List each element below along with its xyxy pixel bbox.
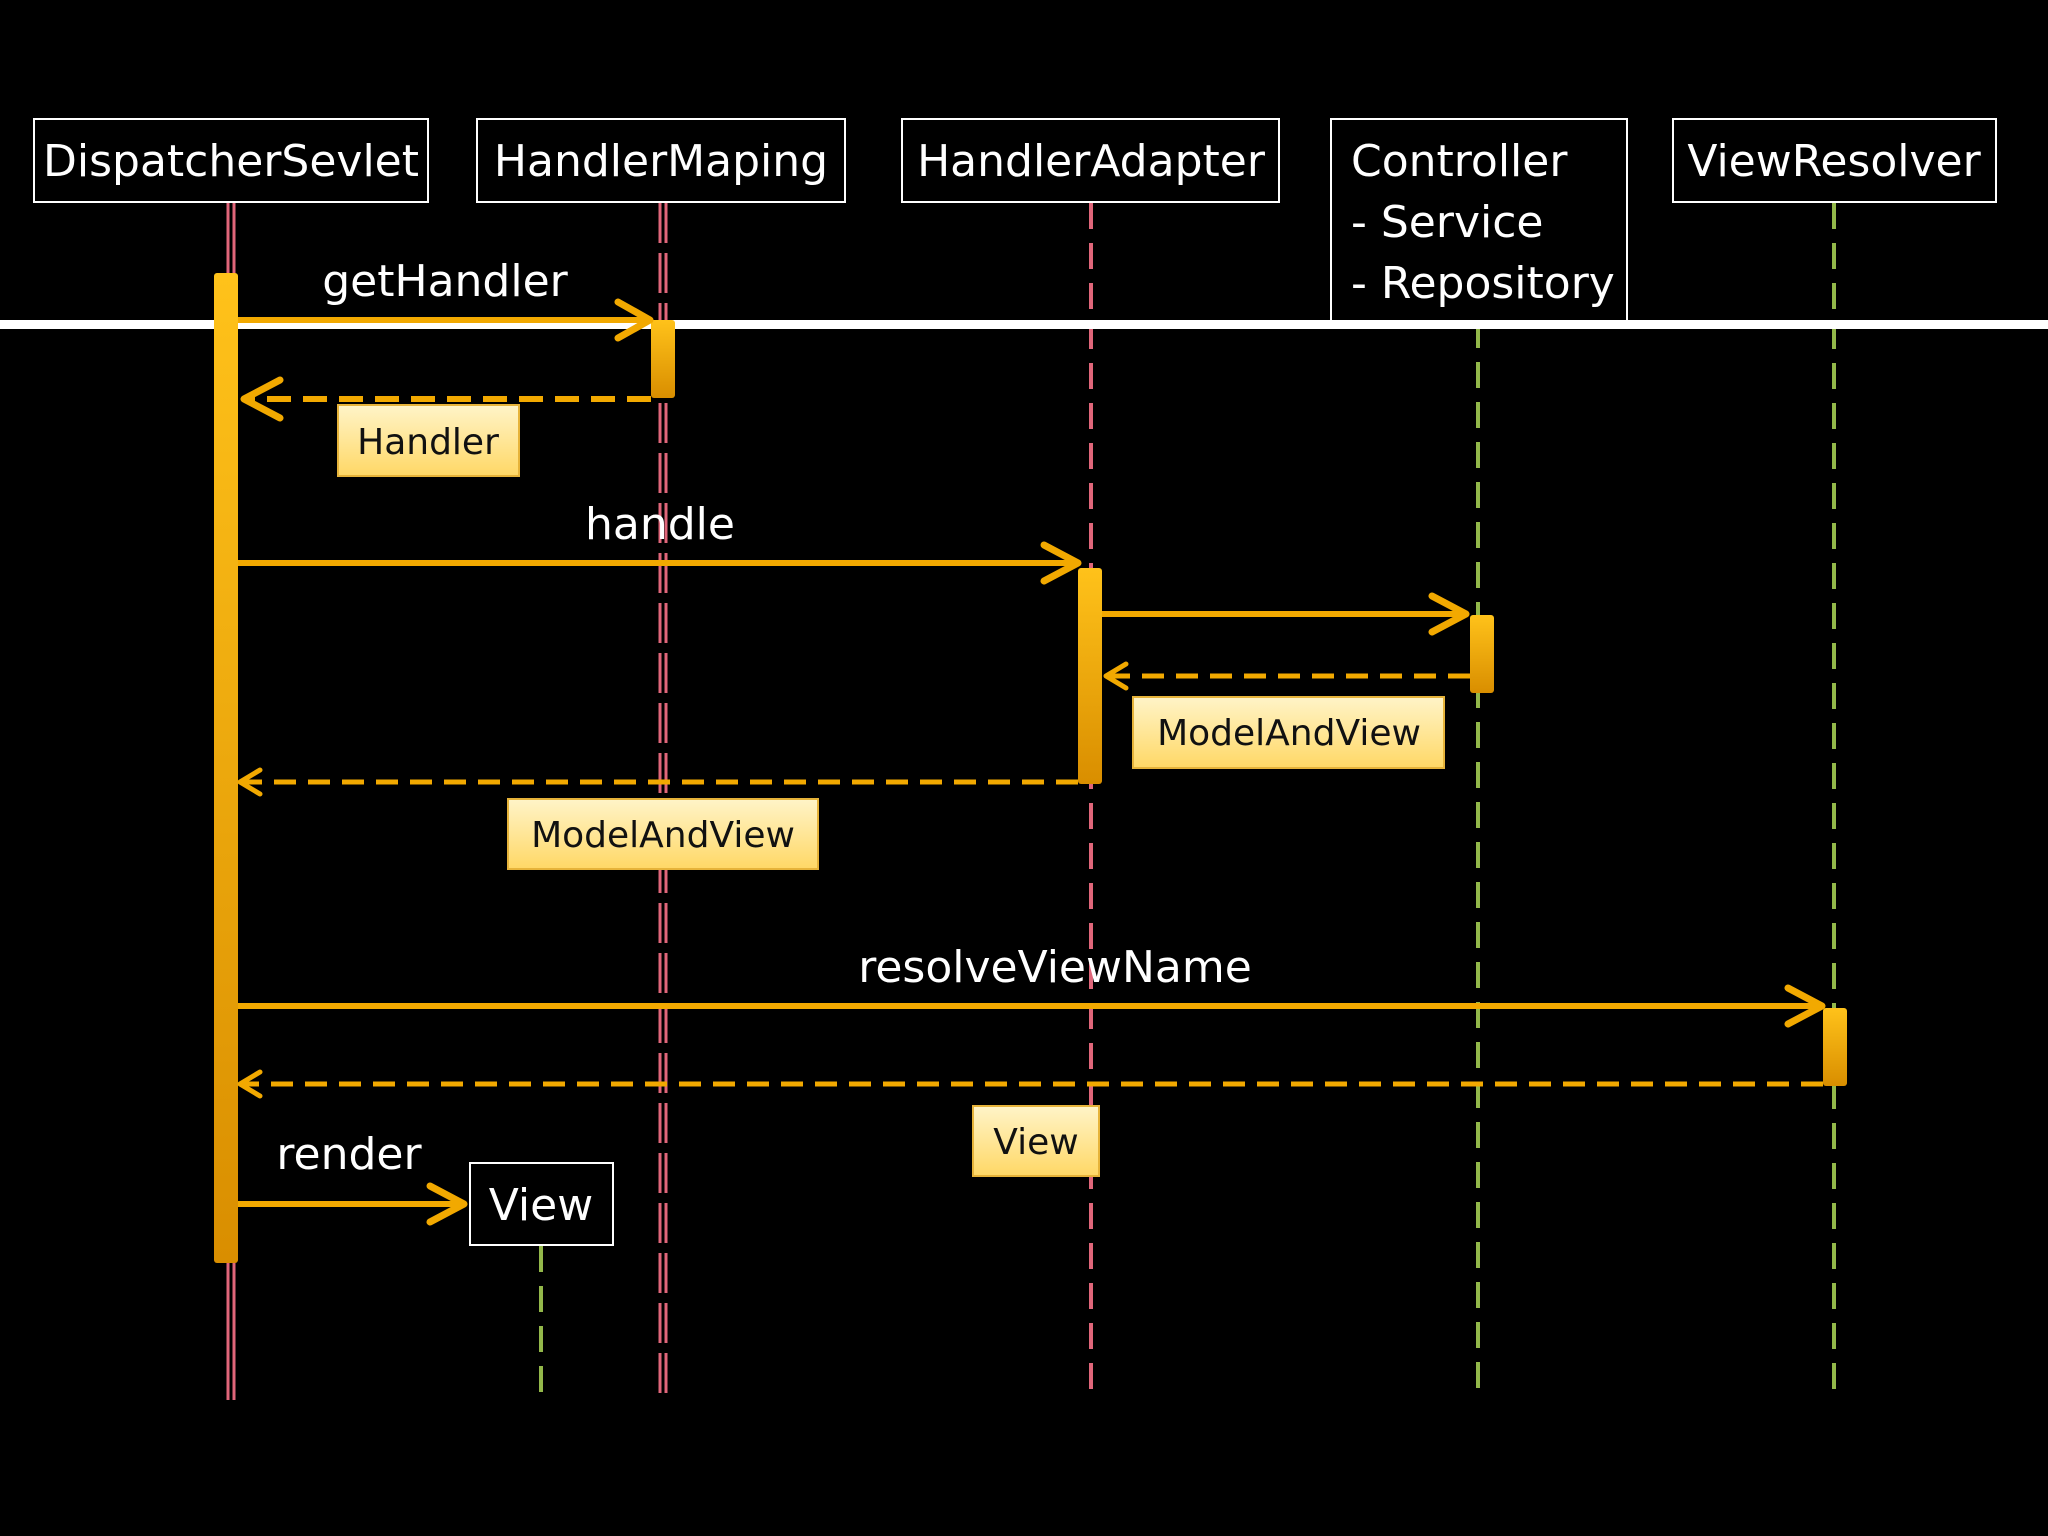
message-handle-label: handle xyxy=(585,499,735,550)
message-handle: handle xyxy=(238,499,1082,585)
participant-controller-label-1: Controller xyxy=(1351,136,1568,187)
return-view-resolver xyxy=(237,1069,1823,1099)
message-call-controller xyxy=(1102,592,1470,636)
message-render: render xyxy=(238,1129,468,1226)
note-handler: Handler xyxy=(337,404,520,477)
activation-view-resolver xyxy=(1823,1008,1847,1086)
note-model-and-view-controller-label: ModelAndView xyxy=(1157,713,1421,754)
message-render-label: render xyxy=(276,1129,422,1180)
participant-view-resolver: ViewResolver xyxy=(1672,118,1997,203)
return-handler xyxy=(240,376,651,422)
participant-view-resolver-label: ViewResolver xyxy=(1687,136,1981,187)
participant-controller-label-2: - Service xyxy=(1351,197,1543,248)
activation-handler-adapter xyxy=(1078,568,1102,784)
return-controller xyxy=(1103,661,1470,691)
participant-controller-label-3: - Repository xyxy=(1351,258,1615,309)
participant-handler-mapping: HandlerMaping xyxy=(476,118,846,203)
lifelines xyxy=(226,203,1836,1400)
note-model-and-view-controller: ModelAndView xyxy=(1132,696,1445,769)
note-handler-label: Handler xyxy=(357,422,499,463)
participant-view-label: View xyxy=(489,1180,593,1231)
message-get-handler-label: getHandler xyxy=(322,256,568,307)
message-resolve-view-name: resolveViewName xyxy=(238,942,1826,1028)
note-model-and-view-adapter: ModelAndView xyxy=(507,798,819,870)
participant-handler-adapter-label: HandlerAdapter xyxy=(917,136,1266,187)
activation-dispatcher xyxy=(214,273,238,1263)
activation-controller xyxy=(1470,615,1494,693)
participant-handler-adapter: HandlerAdapter xyxy=(901,118,1280,203)
activation-handler-mapping xyxy=(651,320,675,398)
note-view-label: View xyxy=(993,1122,1078,1163)
participant-handler-mapping-label: HandlerMaping xyxy=(494,136,828,187)
message-resolve-view-name-label: resolveViewName xyxy=(858,942,1252,993)
participant-dispatcher: DispatcherSevlet xyxy=(33,118,429,203)
participant-view: View xyxy=(469,1162,614,1246)
message-get-handler: getHandler xyxy=(238,256,654,342)
note-view: View xyxy=(972,1105,1100,1177)
note-model-and-view-adapter-label: ModelAndView xyxy=(531,815,795,856)
divider-line xyxy=(0,320,2048,329)
return-handler-adapter xyxy=(237,767,1078,797)
participant-dispatcher-label: DispatcherSevlet xyxy=(43,136,419,187)
participant-controller: Controller - Service - Repository xyxy=(1330,118,1628,325)
